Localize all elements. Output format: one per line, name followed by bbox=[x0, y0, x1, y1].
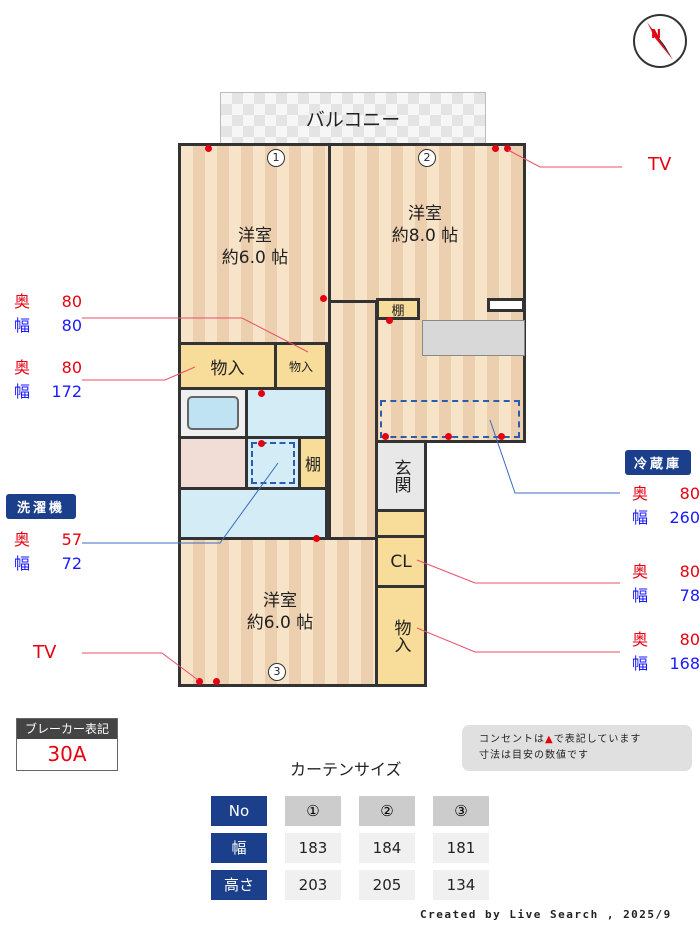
outlet-icon: ▲ bbox=[545, 734, 554, 745]
bathtub bbox=[178, 387, 248, 439]
fridge-tag: 冷蔵庫 bbox=[625, 450, 691, 475]
curtain-cell: 184 bbox=[359, 833, 415, 863]
shoe-box bbox=[375, 509, 427, 538]
breaker-title: ブレーカー表記 bbox=[17, 719, 117, 739]
note-box: コンセントは▲で表記しています 寸法は目安の数値です bbox=[462, 725, 692, 771]
credit: Created by Live Search , 2025/9 bbox=[420, 908, 672, 921]
curtain-header: ② bbox=[359, 796, 415, 826]
breaker-box: ブレーカー表記 30A bbox=[16, 718, 118, 771]
window-number-2: 2 bbox=[418, 149, 436, 167]
curtain-header: ③ bbox=[433, 796, 489, 826]
compass-icon: N bbox=[633, 14, 687, 68]
white-shelf bbox=[487, 298, 525, 312]
curtain-cell: 205 bbox=[359, 870, 415, 900]
room-1-label: 洋室約6.0 帖 bbox=[221, 226, 289, 268]
outlet-icon bbox=[445, 433, 452, 440]
room-3-label: 洋室約6.0 帖 bbox=[246, 591, 314, 633]
outlet-icon bbox=[498, 433, 505, 440]
outlet-icon bbox=[205, 145, 212, 152]
shelf-kitchen: 棚 bbox=[376, 298, 420, 320]
outlet-icon bbox=[386, 317, 393, 324]
breaker-value: 30A bbox=[47, 742, 87, 766]
outlet-icon bbox=[382, 433, 389, 440]
curtain-title: カーテンサイズ bbox=[290, 760, 402, 779]
outlet-icon bbox=[258, 390, 265, 397]
curtain-row-label: 幅 bbox=[211, 833, 267, 863]
tv-label-bottom: TV bbox=[33, 642, 57, 663]
window-number-1: 1 bbox=[267, 149, 285, 167]
storage-3: 物入 bbox=[375, 585, 427, 687]
outlet-icon bbox=[320, 295, 327, 302]
curtain-cell: 181 bbox=[433, 833, 489, 863]
outlet-icon bbox=[196, 678, 203, 685]
outlet-icon bbox=[492, 145, 499, 152]
curtain-cell: 134 bbox=[433, 870, 489, 900]
svg-text:N: N bbox=[651, 27, 661, 41]
washer-tag: 洗濯機 bbox=[6, 494, 76, 519]
tv-label-top: TV bbox=[648, 154, 672, 175]
outlet-icon bbox=[213, 678, 220, 685]
curtain-row-label: 高さ bbox=[211, 870, 267, 900]
curtain-header: ① bbox=[285, 796, 341, 826]
window-number-3: 3 bbox=[268, 663, 286, 681]
curtain-header-no: No bbox=[211, 796, 267, 826]
wash-area bbox=[178, 487, 328, 540]
corridor bbox=[328, 300, 378, 543]
outlet-icon bbox=[258, 440, 265, 447]
room-2-label: 洋室約8.0 帖 bbox=[391, 204, 459, 246]
outlet-icon bbox=[313, 535, 320, 542]
kitchen-counter bbox=[422, 320, 525, 356]
curtain-cell: 203 bbox=[285, 870, 341, 900]
genkan: 玄関 bbox=[375, 440, 427, 512]
closet: CL bbox=[375, 535, 427, 588]
shelf-wash: 棚 bbox=[298, 436, 328, 490]
outlet-icon bbox=[504, 145, 511, 152]
curtain-cell: 183 bbox=[285, 833, 341, 863]
balcony: バルコニー bbox=[220, 92, 486, 145]
